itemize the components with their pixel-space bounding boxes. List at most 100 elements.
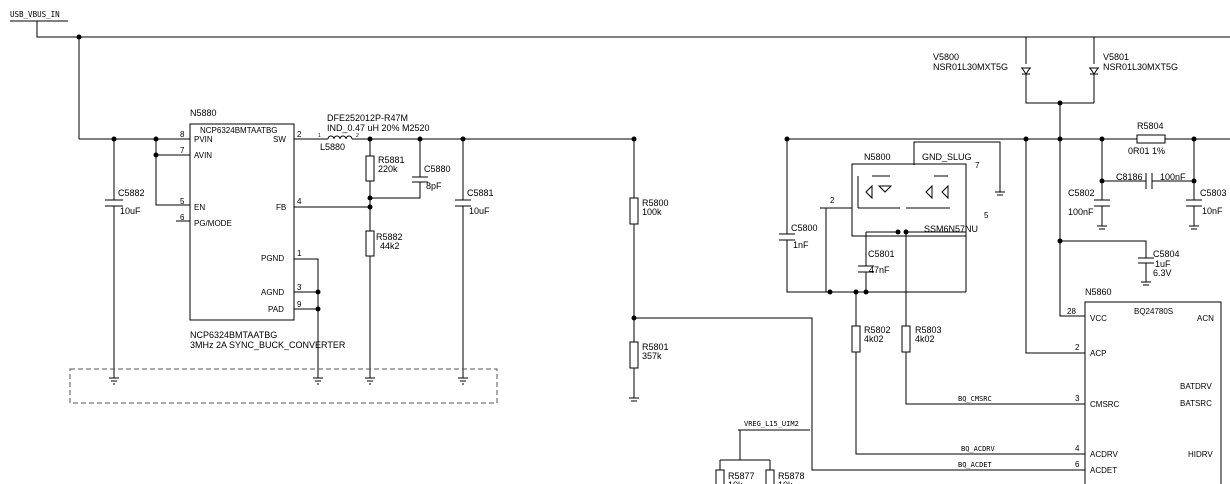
c5802-ref: C5802 — [1068, 188, 1095, 198]
ic-n5860: N5860 BQ24780S VCC 28 ACP 2 CMSRC 3 ACDR… — [1067, 287, 1222, 484]
l5880-pin2: 2 — [356, 133, 359, 139]
n5880-pin-pgmode-num: 6 — [180, 213, 185, 222]
n5860-pin-batsrc: BATSRC — [1180, 399, 1212, 408]
n5800-pin7: 7 — [975, 161, 980, 170]
n5860-ref: N5860 — [1085, 287, 1112, 297]
r5877-ref: R5877 — [728, 471, 755, 481]
n5880-description: 3MHz 2A SYNC_BUCK_CONVERTER — [190, 340, 346, 350]
r5800-value: 100k — [642, 207, 662, 217]
c5882-ref: C5882 — [118, 188, 145, 198]
v5800-ref: V5800 — [933, 52, 959, 62]
capacitor-c8186: C8186 100nF — [1102, 172, 1194, 189]
c5802-value: 100nF — [1068, 207, 1094, 217]
n5860-pin-cmsrc: CMSRC — [1090, 400, 1120, 409]
resistor-r5881: R5881 220k — [365, 139, 405, 207]
c5801-value: 47nF — [869, 265, 890, 275]
r5882-ref: R5882 — [376, 232, 403, 242]
n5860-pin-batdrv: BATDRV — [1180, 382, 1212, 391]
n5880-pin-pgmode: PG/MODE — [194, 219, 232, 228]
resistor-r5802: R5802 4k02 — [851, 292, 1085, 455]
r5804-ref: R5804 — [1137, 121, 1164, 131]
r5881-ref: R5881 — [378, 155, 405, 165]
capacitor-c5801: C5801 47nF — [858, 232, 895, 292]
n5880-pin-sw: SW — [273, 135, 286, 144]
c5880-value: 8pF — [426, 181, 442, 191]
capacitor-c5803: C5803 10nF — [1186, 139, 1227, 230]
n5800-pin5: 5 — [984, 211, 989, 220]
l5880-value: IND_0.47 uH 20% M2520 — [327, 123, 430, 133]
n5880-pin-pvin: PVIN — [194, 135, 213, 144]
r5802-ref: R5802 — [864, 325, 891, 335]
n5880-pin-en: EN — [194, 203, 205, 212]
c5800-value: 1nF — [793, 240, 809, 250]
n5880-ref: N5880 — [190, 108, 217, 118]
l5880-pin1: 1 — [318, 133, 321, 139]
r5803-ref: R5803 — [915, 325, 942, 335]
n5880-part: NCP6324BMTAATBG — [200, 126, 278, 135]
n5880-pin-pvin-num: 8 — [180, 130, 185, 139]
mosfet-n5800: N5800 SSM6N57NU 2 5 7 — [830, 152, 989, 237]
r5878-ref: R5878 — [778, 471, 805, 481]
n5880-pin-pgnd-num: 1 — [297, 249, 302, 258]
ground-symbols — [109, 377, 468, 385]
c5803-ref: C5803 — [1200, 188, 1227, 198]
n5880-pin-pgnd: PGND — [261, 254, 284, 263]
resistor-r5804: R5804 0R01 1% — [1128, 121, 1166, 156]
n5860-pin-acdet: ACDET — [1090, 466, 1117, 475]
r5882-value: 44k2 — [380, 241, 400, 251]
c5803-value: 10nF — [1202, 206, 1223, 216]
resistor-r5882: R5882 44k2 — [365, 207, 403, 378]
r5804-value: 0R01 1% — [1128, 146, 1165, 156]
net-label-vreg: VREG_L15_UIM2 — [744, 420, 799, 428]
resistor-r5800: R5800 100k — [629, 139, 669, 318]
c5804-value: 1uF — [1155, 259, 1171, 269]
n5860-pin-acp-num: 2 — [1075, 343, 1080, 352]
r5881-value: 220k — [378, 164, 398, 174]
n5880-pin-fb: FB — [276, 203, 286, 212]
n5880-pin-agnd-num: 3 — [297, 283, 302, 292]
resistor-r5803: R5803 4k02 — [901, 232, 1085, 405]
n5860-part: BQ24780S — [1134, 307, 1173, 316]
c5804-voltage: 6.3V — [1153, 268, 1172, 278]
n5860-pin-acdrv: ACDRV — [1090, 450, 1119, 459]
diode-v5801: V5801 NSR01L30MXT5G — [1089, 37, 1178, 103]
c5804-ref: C5804 — [1153, 249, 1180, 259]
n5880-pin-fb-num: 4 — [297, 197, 302, 206]
n5860-pin-acdet-num: 6 — [1075, 460, 1080, 469]
r5803-value: 4k02 — [915, 334, 935, 344]
v5801-ref: V5801 — [1103, 52, 1129, 62]
n5860-pin-acn: ACN — [1197, 314, 1214, 323]
c5882-value: 10uF — [120, 206, 141, 216]
c5881-ref: C5881 — [467, 188, 494, 198]
n5860-pin-hidrv: HIDRV — [1188, 450, 1213, 459]
r5801-value: 357k — [642, 351, 662, 361]
c5881-value: 10uF — [469, 206, 490, 216]
inductor-l5880: DFE252012P-R47M IND_0.47 uH 20% M2520 L5… — [318, 113, 430, 152]
n5880-pin-sw-num: 2 — [297, 130, 302, 139]
n5880-pin-pad-num: 9 — [297, 300, 302, 309]
n5880-pin-pad: PAD — [268, 305, 284, 314]
net-label-bq-acdrv: BQ_ACDRV — [961, 445, 996, 453]
capacitor-c5881: C5881 10uF — [455, 139, 494, 378]
capacitor-c5800: C5800 1nF — [779, 223, 818, 250]
net-label-usb-vbus-in: USB_VBUS_IN — [10, 10, 60, 19]
capacitor-c5880: C5880 8pF — [370, 139, 451, 199]
n5880-pin-agnd: AGND — [261, 288, 284, 297]
r5802-value: 4k02 — [864, 334, 884, 344]
net-label-bq-cmsrc: BQ_CMSRC — [958, 395, 992, 403]
n5800-part: SSM6N57NU — [924, 224, 978, 234]
n5800-ref: N5800 — [864, 152, 891, 162]
c8186-value: 100nF — [1160, 172, 1186, 182]
capacitor-c5802: C5802 100nF — [1068, 139, 1110, 230]
n5880-pin-avin-num: 7 — [180, 146, 185, 155]
v5800-part: NSR01L30MXT5G — [933, 62, 1008, 72]
n5860-pin-vcc-num: 28 — [1067, 307, 1076, 316]
n5860-pin-acdrv-num: 4 — [1075, 444, 1080, 453]
n5860-pin-cmsrc-num: 3 — [1075, 394, 1080, 403]
capacitor-c5804: C5804 1uF 6.3V — [1138, 249, 1180, 286]
n5800-pin2: 2 — [830, 196, 835, 205]
n5860-pin-vcc: VCC — [1090, 314, 1107, 323]
n5880-pin-avin: AVIN — [194, 151, 212, 160]
n5880-part-bottom: NCP6324BMTAATBG — [190, 330, 277, 340]
